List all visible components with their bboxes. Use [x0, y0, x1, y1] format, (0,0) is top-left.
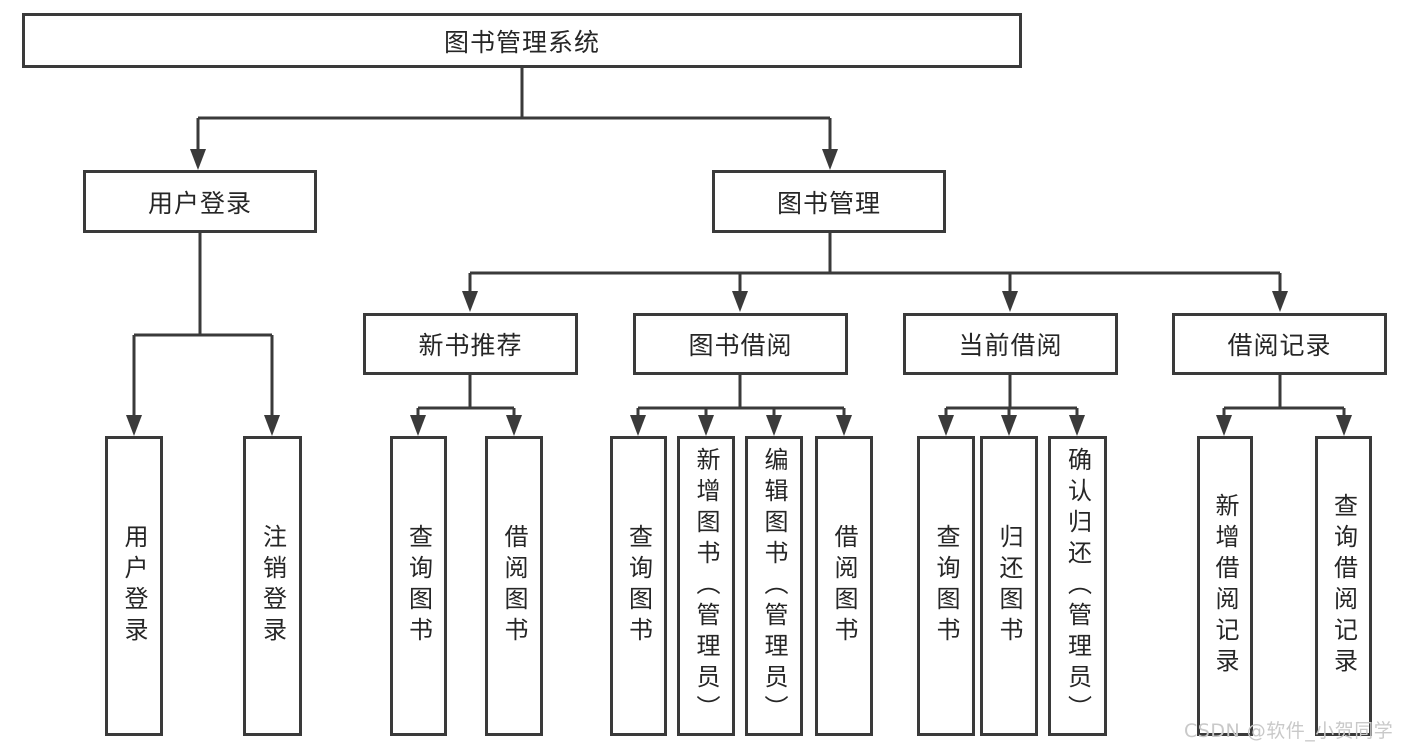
node-label: 图书管理: [776, 188, 881, 218]
leaf-add-borrow-record: 新增借阅记录: [1197, 436, 1253, 736]
csdn-watermark: CSDN @软件_小贺同学: [1184, 720, 1394, 742]
leaf-add-books-admin: 新增图书（管理员）: [677, 436, 735, 736]
leaf-edit-books-admin: 编辑图书（管理员）: [745, 436, 803, 736]
leaf-label: 新增借阅记录: [1211, 493, 1239, 679]
node-library-management-system: 图书管理系统: [22, 13, 1022, 68]
node-label: 当前借阅: [958, 331, 1063, 360]
leaf-user-login: 用户登录: [105, 436, 163, 736]
node-book-management: 图书管理: [712, 170, 946, 233]
leaf-label: 新增图书（管理员）: [692, 446, 720, 726]
node-label: 图书借阅: [688, 331, 793, 360]
node-label: 用户登录: [147, 188, 252, 218]
leaf-label: 查询借阅记录: [1329, 493, 1358, 679]
leaf-label: 借阅图书: [500, 524, 528, 648]
leaf-query-borrow-record: 查询借阅记录: [1315, 436, 1372, 736]
node-borrowing-records: 借阅记录: [1172, 313, 1387, 375]
leaf-label: 查询图书: [932, 524, 960, 648]
node-book-borrowing: 图书借阅: [633, 313, 848, 375]
leaf-label: 查询图书: [404, 524, 433, 648]
node-label: 新书推荐: [418, 331, 523, 360]
leaf-borrow-books: 借阅图书: [815, 436, 873, 736]
leaf-label: 编辑图书（管理员）: [760, 446, 788, 726]
node-current-borrowing: 当前借阅: [903, 313, 1118, 375]
leaf-label: 查询图书: [624, 524, 653, 648]
leaf-return-books: 归还图书: [980, 436, 1038, 736]
leaf-query-books: 查询图书: [917, 436, 975, 736]
leaf-query-books: 查询图书: [610, 436, 667, 736]
leaf-label: 注销登录: [258, 524, 287, 648]
node-label: 图书管理系统: [443, 27, 600, 57]
leaf-label: 归还图书: [995, 524, 1023, 648]
leaf-borrow-books: 借阅图书: [485, 436, 543, 736]
node-new-book-recommendation: 新书推荐: [363, 313, 578, 375]
leaf-label: 借阅图书: [830, 524, 858, 648]
node-label: 借阅记录: [1227, 331, 1332, 360]
leaf-label: 用户登录: [120, 524, 148, 648]
leaf-confirm-return-admin: 确认归还（管理员）: [1048, 436, 1107, 736]
connector-arrowheads: [126, 149, 1352, 436]
leaf-query-books: 查询图书: [390, 436, 447, 736]
leaf-logout: 注销登录: [243, 436, 302, 736]
leaf-label: 确认归还（管理员）: [1063, 446, 1092, 726]
node-user-login: 用户登录: [83, 170, 317, 233]
